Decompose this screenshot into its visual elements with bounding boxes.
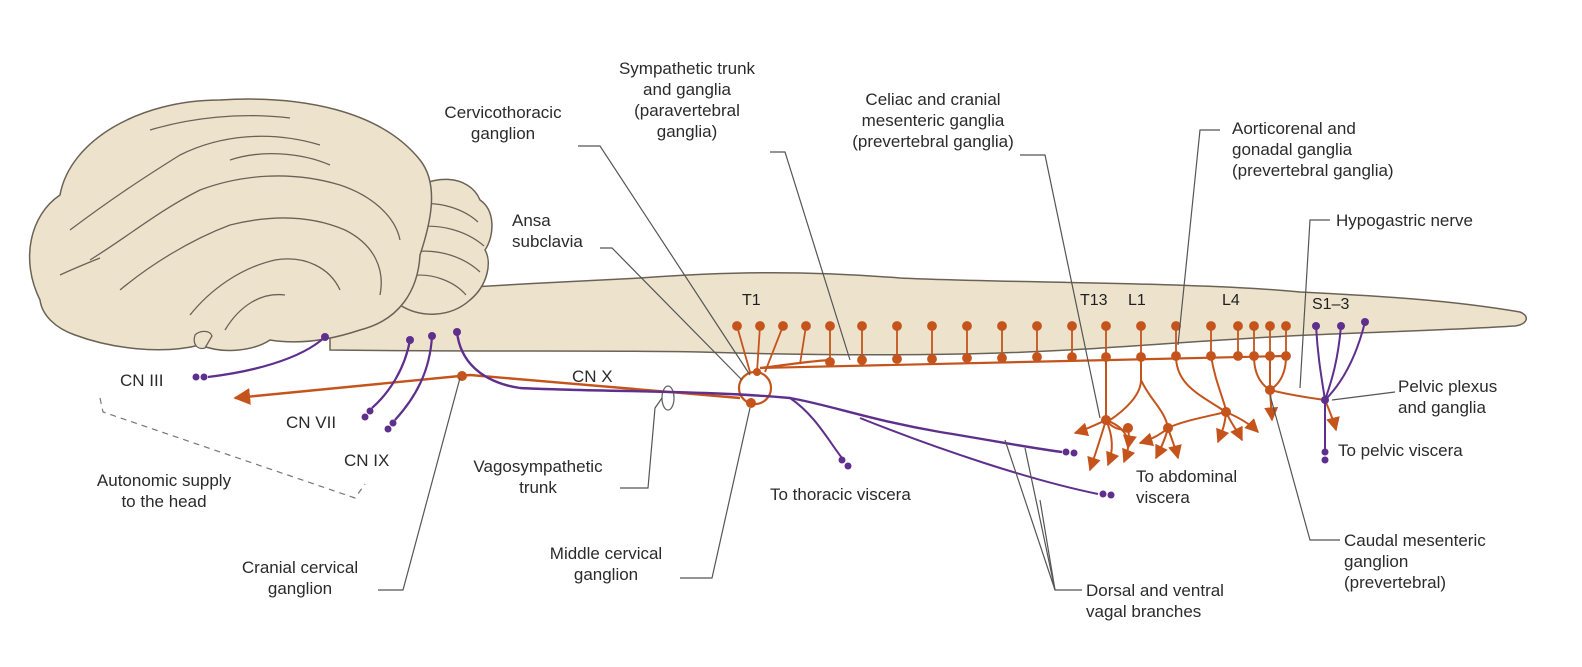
- cervicothoracic-node: [753, 368, 761, 376]
- cn-ix-label: CN IX: [344, 451, 390, 470]
- sympathetic-trunk-label: Sympathetic trunk and ganglia (paraverte…: [618, 59, 756, 141]
- sympathetic-trunk-line: [759, 354, 1286, 370]
- sympathetic-rami: [732, 321, 1291, 373]
- olfactory-bulb: [193, 330, 213, 350]
- vagosympathetic-sheath: [661, 385, 675, 411]
- pelvic-dots: [1312, 318, 1369, 464]
- ansa-subclavia-label: Ansa subclavia: [512, 211, 583, 251]
- segment-l4-label: L4: [1222, 292, 1240, 309]
- vagosympathetic-trunk-label: Vagosympathetic trunk: [473, 457, 603, 497]
- celiac-ganglia-label: Celiac and cranial mesenteric ganglia (p…: [852, 90, 1014, 151]
- cranial-nerve-dots: [192, 332, 436, 433]
- hypogastric-nerve-label: Hypogastric nerve: [1336, 211, 1474, 230]
- cn-iii-label: CN III: [120, 371, 164, 390]
- vagus-dots: [453, 328, 1115, 499]
- cranial-cervical-ganglion-label: Cranial cervical ganglion: [241, 558, 359, 598]
- segment-s1-3-label: S1–3: [1312, 296, 1350, 313]
- cervicothoracic-ganglion-label: Cervicothoracic ganglion: [444, 103, 562, 143]
- spinal-cord: [329, 271, 1527, 356]
- vagus-abdominal-branch: [859, 417, 1099, 495]
- caudal-mesenteric-label: Caudal mesenteric ganglion (prevertebral…: [1344, 531, 1486, 592]
- caudal-mesenteric-node: [1265, 385, 1275, 395]
- vagus-nerve: [455, 331, 1063, 454]
- middle-cervical-ganglion-label: Middle cervical ganglion: [549, 544, 663, 584]
- pelvic-parasympathetic: [1315, 321, 1366, 450]
- cervicothoracic-ganglion: [737, 370, 773, 406]
- segment-l1-label: L1: [1128, 292, 1146, 309]
- cranial-nerves: [207, 335, 434, 421]
- gonadal-node: [1221, 407, 1231, 417]
- middle-cervical-node: [746, 398, 756, 408]
- aorticorenal-ganglia-label: Aorticorenal and gonadal ganglia (prever…: [1232, 119, 1394, 180]
- celiac-node-2: [1123, 423, 1133, 433]
- to-abdominal-viscera-label: To abdominal viscera: [1136, 467, 1238, 507]
- cranial-cervical-node: [457, 371, 467, 381]
- segment-t1-label: T1: [742, 292, 761, 309]
- brain-gyri: [59, 115, 401, 331]
- autonomic-supply-head-label: Autonomic supply to the head: [96, 471, 232, 511]
- autonomic-head-bracket: [99, 397, 366, 499]
- vagus-thoracic-branch: [789, 397, 843, 459]
- trunk-to-cervicothoracic: [759, 358, 831, 370]
- leader-lines: [378, 129, 1396, 591]
- dorsal-ventral-vagal-label: Dorsal and ventral vagal branches: [1086, 581, 1224, 621]
- cn-x-label: CN X: [572, 367, 613, 386]
- aorticorenal-node: [1163, 423, 1173, 433]
- to-thoracic-viscera-label: To thoracic viscera: [770, 485, 911, 504]
- pelvic-plexus-label: Pelvic plexus and ganglia: [1398, 377, 1498, 417]
- to-pelvic-viscera-label: To pelvic viscera: [1338, 441, 1463, 460]
- segment-t13-label: T13: [1080, 292, 1108, 309]
- celiac-node: [1101, 415, 1111, 425]
- cn-vii-label: CN VII: [286, 413, 337, 432]
